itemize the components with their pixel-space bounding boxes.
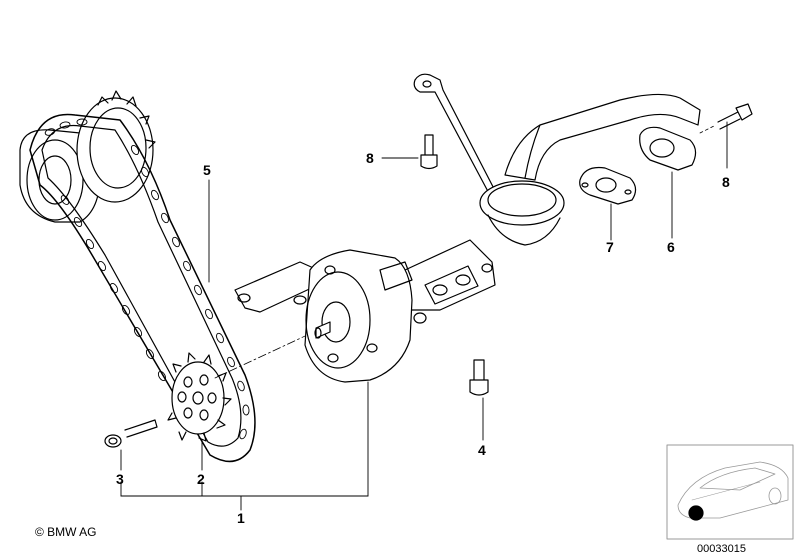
copyright-text: © BMW AG xyxy=(35,525,97,539)
callout-8-right: 8 xyxy=(722,174,730,190)
bolt-left xyxy=(420,134,438,170)
suction-pipe xyxy=(413,73,701,246)
bolt-right xyxy=(699,103,753,134)
leader-lines xyxy=(120,121,728,511)
sprocket-bolt xyxy=(104,419,158,448)
callout-1: 1 xyxy=(237,510,245,526)
image-number: 00033015 xyxy=(697,543,746,555)
callout-6: 6 xyxy=(667,239,675,255)
pump-bolt xyxy=(469,359,489,396)
vehicle-locator-thumbnail xyxy=(666,444,794,540)
callout-5: 5 xyxy=(203,162,211,178)
callout-3: 3 xyxy=(116,471,124,487)
callout-7: 7 xyxy=(606,239,614,255)
alignment-line xyxy=(214,329,319,379)
callout-2: 2 xyxy=(197,471,205,487)
timing-chain xyxy=(29,113,256,463)
oil-pump-sprocket xyxy=(167,352,232,442)
oil-pump xyxy=(234,239,496,383)
callout-8-left: 8 xyxy=(366,150,374,166)
callout-4: 4 xyxy=(478,442,486,458)
pipe-gasket xyxy=(579,166,637,205)
upper-sprocket xyxy=(76,90,156,203)
